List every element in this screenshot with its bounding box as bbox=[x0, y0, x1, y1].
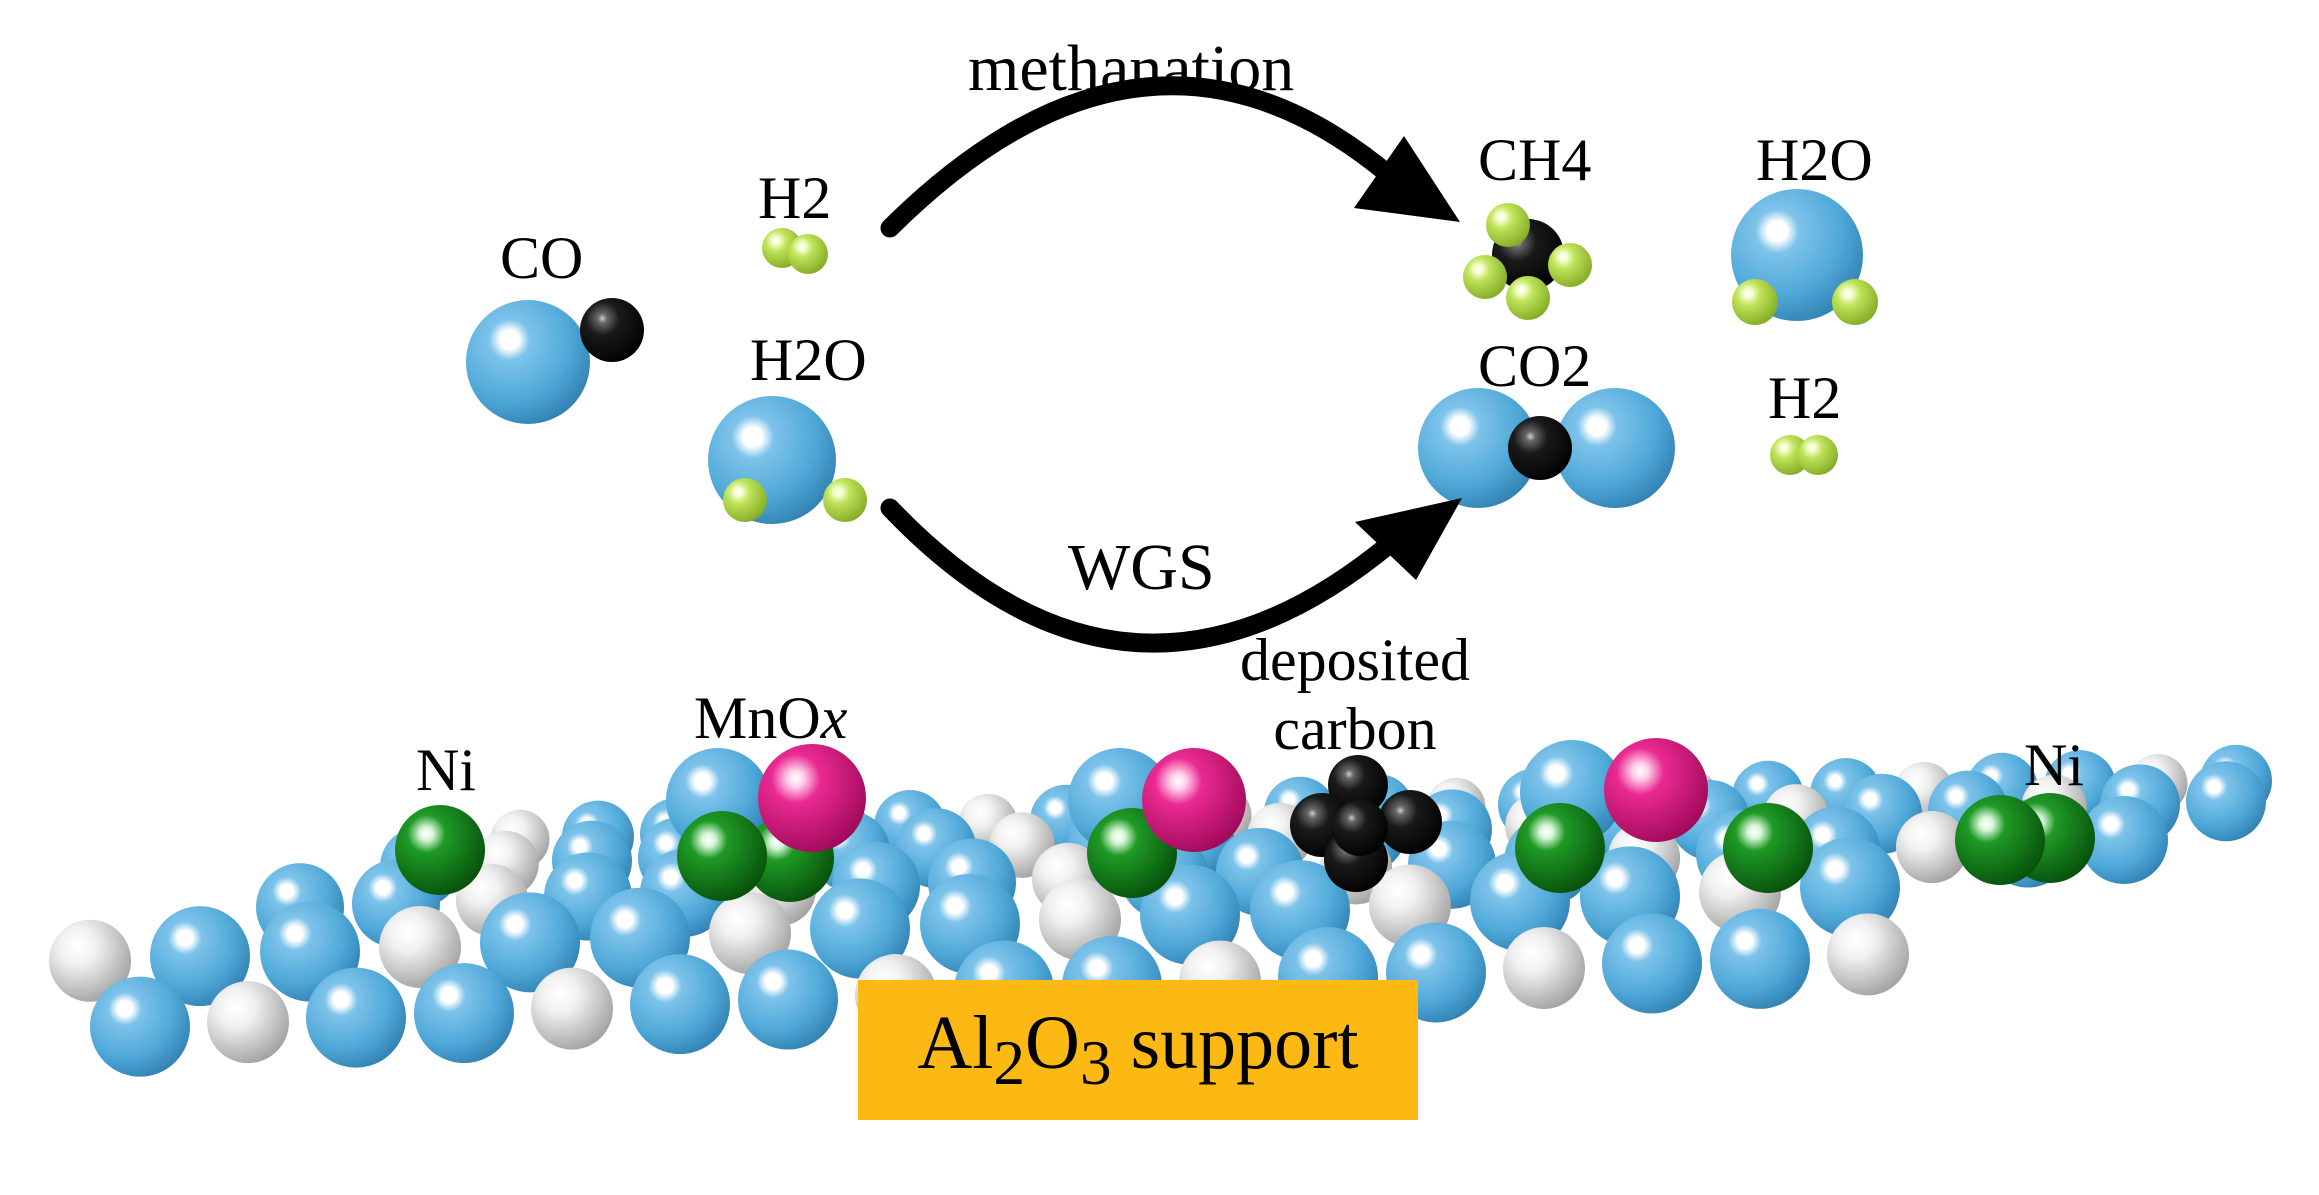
deposited-carbon-atom bbox=[1328, 755, 1388, 815]
mn-atom bbox=[758, 744, 866, 852]
wgs-label: WGS bbox=[1068, 531, 1215, 604]
co2-oxygen-atom bbox=[1418, 388, 1538, 508]
co2-label: CO2 bbox=[1478, 333, 1592, 399]
surface-o-atom bbox=[630, 954, 730, 1055]
co-label: CO bbox=[500, 225, 584, 291]
ni-atom bbox=[395, 805, 485, 895]
surface-o-atom bbox=[738, 949, 838, 1050]
mnox-label: MnOx bbox=[694, 685, 848, 751]
ch4-label: CH4 bbox=[1478, 127, 1592, 193]
surface-al-atom bbox=[1503, 926, 1585, 1009]
al2o3-support-label: Al2O3 support bbox=[858, 980, 1418, 1120]
surface-o-atom bbox=[2080, 796, 2168, 885]
surface-o-atom bbox=[2186, 761, 2266, 842]
h2o-right-label: H2O bbox=[1756, 127, 1873, 193]
surface-o-atom bbox=[810, 878, 910, 979]
h2o-hydrogen-atom bbox=[723, 478, 767, 522]
surface-o-atom bbox=[1140, 864, 1240, 965]
h2-left-label: H2 bbox=[758, 165, 832, 231]
deposited-carbon-atom bbox=[1378, 790, 1442, 854]
surface-o-atom bbox=[414, 963, 514, 1064]
h2o-hydrogen-atom bbox=[823, 478, 867, 522]
ch4-hydrogen-atom bbox=[1548, 243, 1592, 287]
h2-atom bbox=[1798, 435, 1838, 475]
ni-left-label: Ni bbox=[416, 737, 476, 803]
gas-phase-molecules bbox=[466, 189, 1878, 524]
mn-atom bbox=[1604, 738, 1708, 842]
h2o-hydrogen-atom bbox=[1832, 279, 1878, 325]
surface-adsorbates bbox=[395, 738, 2095, 902]
co2-oxygen-atom bbox=[1555, 388, 1675, 508]
ni-right-label: Ni bbox=[2024, 732, 2084, 798]
surface-al-atom bbox=[1895, 810, 1969, 884]
surface-al-atom bbox=[207, 981, 289, 1064]
h2-atom bbox=[1770, 435, 1810, 475]
ni-atom bbox=[1723, 803, 1813, 893]
h2o-hydrogen-atom bbox=[1732, 279, 1778, 325]
surface-o-atom bbox=[1710, 908, 1810, 1009]
surface-al-atom bbox=[1827, 913, 1909, 996]
ni-atom bbox=[677, 811, 767, 901]
surface-o-atom bbox=[480, 892, 580, 993]
surface-o-atom bbox=[1602, 913, 1702, 1014]
deposited-carbon-label: deposited carbon bbox=[1240, 627, 1470, 762]
surface-o-atom bbox=[150, 906, 250, 1007]
wgs-arrow bbox=[880, 498, 1462, 653]
surface-o-atom bbox=[90, 976, 190, 1077]
ch4-hydrogen-atom bbox=[1463, 255, 1507, 299]
h2o-left-label: H2O bbox=[750, 327, 867, 393]
ch4-hydrogen-atom bbox=[1506, 276, 1550, 320]
surface-al-atom bbox=[531, 967, 613, 1050]
co-carbon-atom bbox=[580, 298, 644, 362]
ch4-hydrogen-atom bbox=[1486, 203, 1530, 247]
surface-al-atom bbox=[379, 905, 461, 988]
h2-atom bbox=[788, 234, 828, 274]
deposited-carbon-atom bbox=[1332, 800, 1388, 856]
surface-al-atom bbox=[49, 919, 131, 1002]
methanation-label: methanation bbox=[968, 32, 1295, 105]
methanation-arrow bbox=[880, 76, 1460, 238]
co-oxygen-atom bbox=[466, 300, 590, 424]
surface-o-atom bbox=[306, 967, 406, 1068]
mn-atom bbox=[1142, 748, 1246, 852]
co2-carbon-atom bbox=[1508, 416, 1572, 480]
surface-o-atom bbox=[1800, 837, 1900, 938]
ni-atom bbox=[1955, 795, 2045, 885]
h2-right-label: H2 bbox=[1768, 365, 1842, 431]
ni-atom bbox=[1515, 803, 1605, 893]
